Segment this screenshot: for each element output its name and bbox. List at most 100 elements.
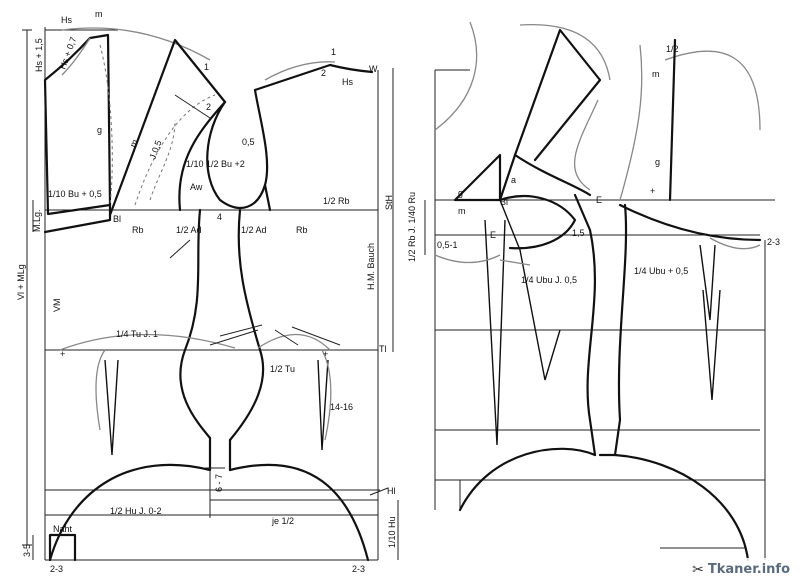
label-r-m2: m — [652, 69, 660, 79]
label-naht: Naht — [53, 524, 73, 534]
waist-arc-front — [59, 333, 236, 351]
label-r-m: m — [458, 206, 466, 216]
r-hip-front — [458, 447, 597, 512]
arrow-line — [219, 324, 263, 337]
side-panel-right — [228, 208, 265, 442]
label-r-rb: 1/2 Rb J. 1/40 Ru — [407, 192, 417, 262]
r-plus-mark: + — [650, 186, 655, 196]
arrow-line — [291, 326, 341, 346]
label-four: 4 — [217, 212, 222, 222]
arrow-line — [274, 329, 299, 346]
r-back-center — [668, 38, 677, 202]
r-side-seam-back — [613, 203, 628, 457]
back-armhole-end — [263, 183, 272, 212]
label-hl: Hl — [387, 486, 396, 496]
right-draft: + g m a Bl E E 0,5-1 1,5 1/2 Rb J. 1/40 … — [407, 21, 780, 562]
label-one: 1 — [204, 62, 209, 72]
label-g: g — [97, 125, 102, 135]
r-back-lower — [618, 203, 762, 242]
waist-arc-back — [257, 333, 331, 351]
label-m-mid: m — [128, 138, 140, 149]
label-sth: StH — [384, 195, 394, 210]
shoulder-arc — [61, 27, 211, 61]
front-yoke-outline — [43, 33, 112, 216]
label-two-b: 2 — [321, 68, 326, 78]
label-je-half: je 1/2 — [271, 516, 294, 526]
label-hu-half: 1/2 Hu J. 0-2 — [110, 506, 162, 516]
plus-mark: + — [60, 349, 65, 359]
hip-curve — [48, 463, 370, 562]
watermark-text: Tkaner.info — [707, 561, 790, 577]
hl-marker — [369, 487, 389, 496]
r-front-strap — [498, 28, 602, 202]
label-two-three-l: 2-3 — [50, 564, 63, 574]
label-r-bl: Bl — [500, 197, 508, 207]
r-armhole-curve — [513, 153, 592, 197]
naht-box — [48, 533, 77, 562]
front-dart-guide — [95, 349, 106, 431]
label-mlg: M.Lg. — [32, 209, 42, 232]
back-shoulder — [253, 63, 374, 92]
back-shoulder-arc — [264, 61, 336, 81]
scissors-icon: ✂ — [692, 560, 704, 577]
back-dart — [317, 359, 329, 451]
r-back-dart — [699, 244, 716, 321]
label-ad-right: 1/2 Ad — [241, 225, 267, 235]
r-back-dart-2 — [702, 289, 721, 401]
label-r-g: g — [458, 188, 463, 198]
label-v05: 0,5 — [242, 137, 255, 147]
r-front-dart-2 — [499, 199, 561, 381]
label-r-ubu2: 1/4 Ubu + 0,5 — [634, 266, 688, 276]
arrow-line — [174, 94, 211, 119]
r-armhole-guide — [573, 99, 599, 191]
r-cup-curve — [498, 195, 577, 250]
label-six-seven: 6 - 7 — [214, 474, 224, 492]
label-one-b: 1 — [331, 47, 336, 57]
label-bu-frac: 1/10 1/2 Bu +2 — [186, 159, 245, 169]
armhole-guide — [99, 44, 113, 206]
r-back-arc-2 — [709, 237, 761, 250]
label-r-ubu1: 1/4 Ubu J. 0,5 — [521, 275, 577, 285]
label-rb-right: Rb — [296, 225, 308, 235]
label-three-five: 3-5 — [22, 544, 32, 557]
label-two: 2 — [206, 102, 211, 112]
r-neck-curve — [434, 21, 478, 131]
label-tenth-bu: 1/10 Bu + 0,5 — [48, 189, 102, 199]
panel-guide-2 — [149, 119, 176, 201]
back-dart-guide — [321, 349, 332, 441]
label-tl: Tl — [379, 344, 387, 354]
arrow-line — [169, 239, 191, 259]
label-two-three-r: 2-3 — [352, 564, 365, 574]
r-back-armhole — [619, 44, 643, 201]
r-shoulder-arc — [519, 23, 611, 81]
label-vm: VM — [52, 299, 62, 313]
label-hs-plus: Hs + 1,5 — [34, 38, 44, 72]
r-hip-back — [613, 453, 750, 562]
side-panel-left — [179, 208, 212, 440]
front-dart — [104, 359, 119, 456]
label-aw: Aw — [190, 182, 203, 192]
label-ad-left: 1/2 Ad — [176, 225, 202, 235]
label-bl: Bl — [113, 214, 121, 224]
label-hs-top: Hs — [61, 15, 72, 25]
r-back-arc — [664, 50, 761, 131]
label-r-15: 1,5 — [572, 228, 585, 238]
label-r-e: E — [596, 195, 602, 205]
label-14-16: 14-16 — [330, 402, 353, 412]
label-w: W — [369, 64, 378, 74]
r-front-piece — [453, 153, 502, 202]
label-j05: J 0,5 — [147, 139, 163, 161]
panel-guide — [134, 94, 216, 206]
label-hm-bauch: H.M. Bauch — [366, 243, 376, 290]
watermark: ✂ Tkaner.info — [688, 558, 794, 580]
armhole-curve — [206, 88, 269, 209]
label-rb-left: Rb — [132, 225, 144, 235]
label-r-05-1: 0,5-1 — [437, 240, 458, 250]
arrow-line — [209, 329, 259, 346]
r-dart-arc-2 — [499, 259, 531, 266]
front-lower-edge — [43, 203, 112, 234]
label-hu-tenth: 1/10 Hu — [387, 516, 397, 548]
r-dart-arc — [434, 254, 501, 264]
label-vl-mlg: Vl + MLg — [16, 264, 26, 300]
